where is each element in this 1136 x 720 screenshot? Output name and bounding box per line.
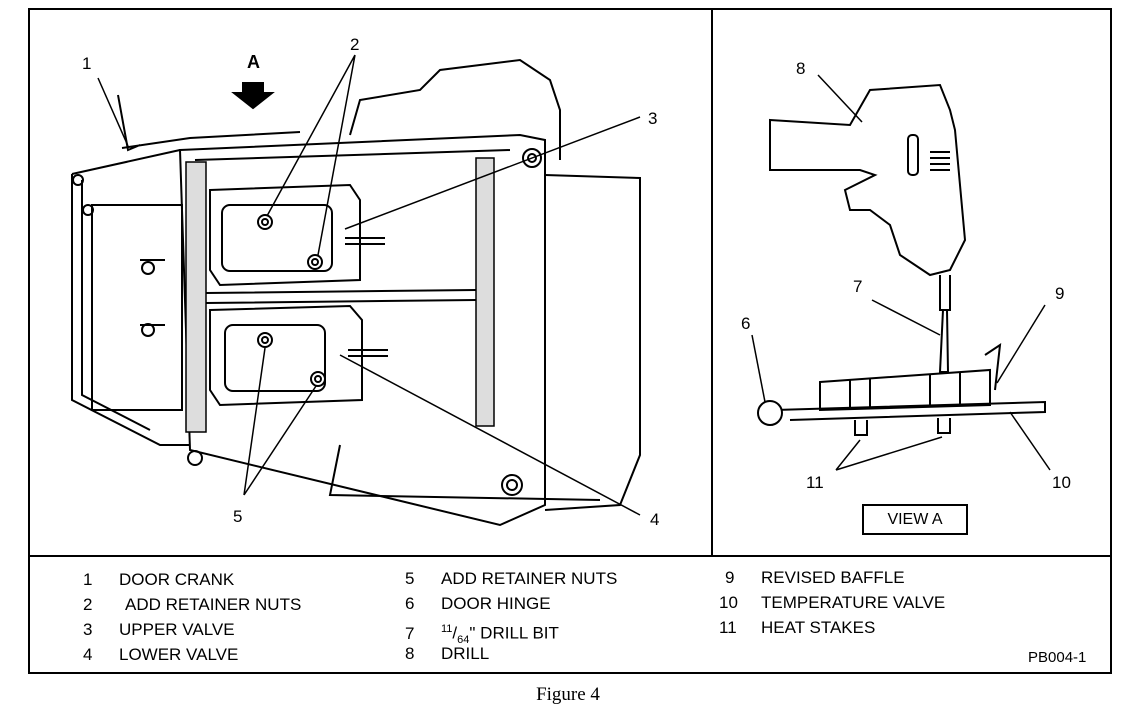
callout-5: 5 <box>233 507 243 526</box>
callout-3: 3 <box>648 109 658 128</box>
figure-caption: Figure 4 <box>536 684 600 705</box>
callout-1: 1 <box>82 54 92 73</box>
view-arrow-icon <box>231 82 275 110</box>
drill-icon <box>769 83 967 277</box>
callout-4: 4 <box>650 510 660 529</box>
view-a-label: VIEW A <box>862 504 968 535</box>
callout-11: 11 <box>806 473 824 492</box>
callout-9: 9 <box>1055 284 1065 303</box>
callout-10: 10 <box>1052 473 1071 492</box>
callout-6: 6 <box>741 314 751 333</box>
callout-8: 8 <box>796 59 806 78</box>
callout-7: 7 <box>853 277 863 296</box>
door-hinge-icon <box>757 400 783 426</box>
figure-frame <box>28 8 1112 674</box>
figure-code: PB004-1 <box>1028 649 1087 666</box>
legend-divider <box>28 555 1112 557</box>
view-arrow-label: A <box>247 52 260 72</box>
callout-2: 2 <box>350 35 360 54</box>
view-divider <box>711 8 713 556</box>
